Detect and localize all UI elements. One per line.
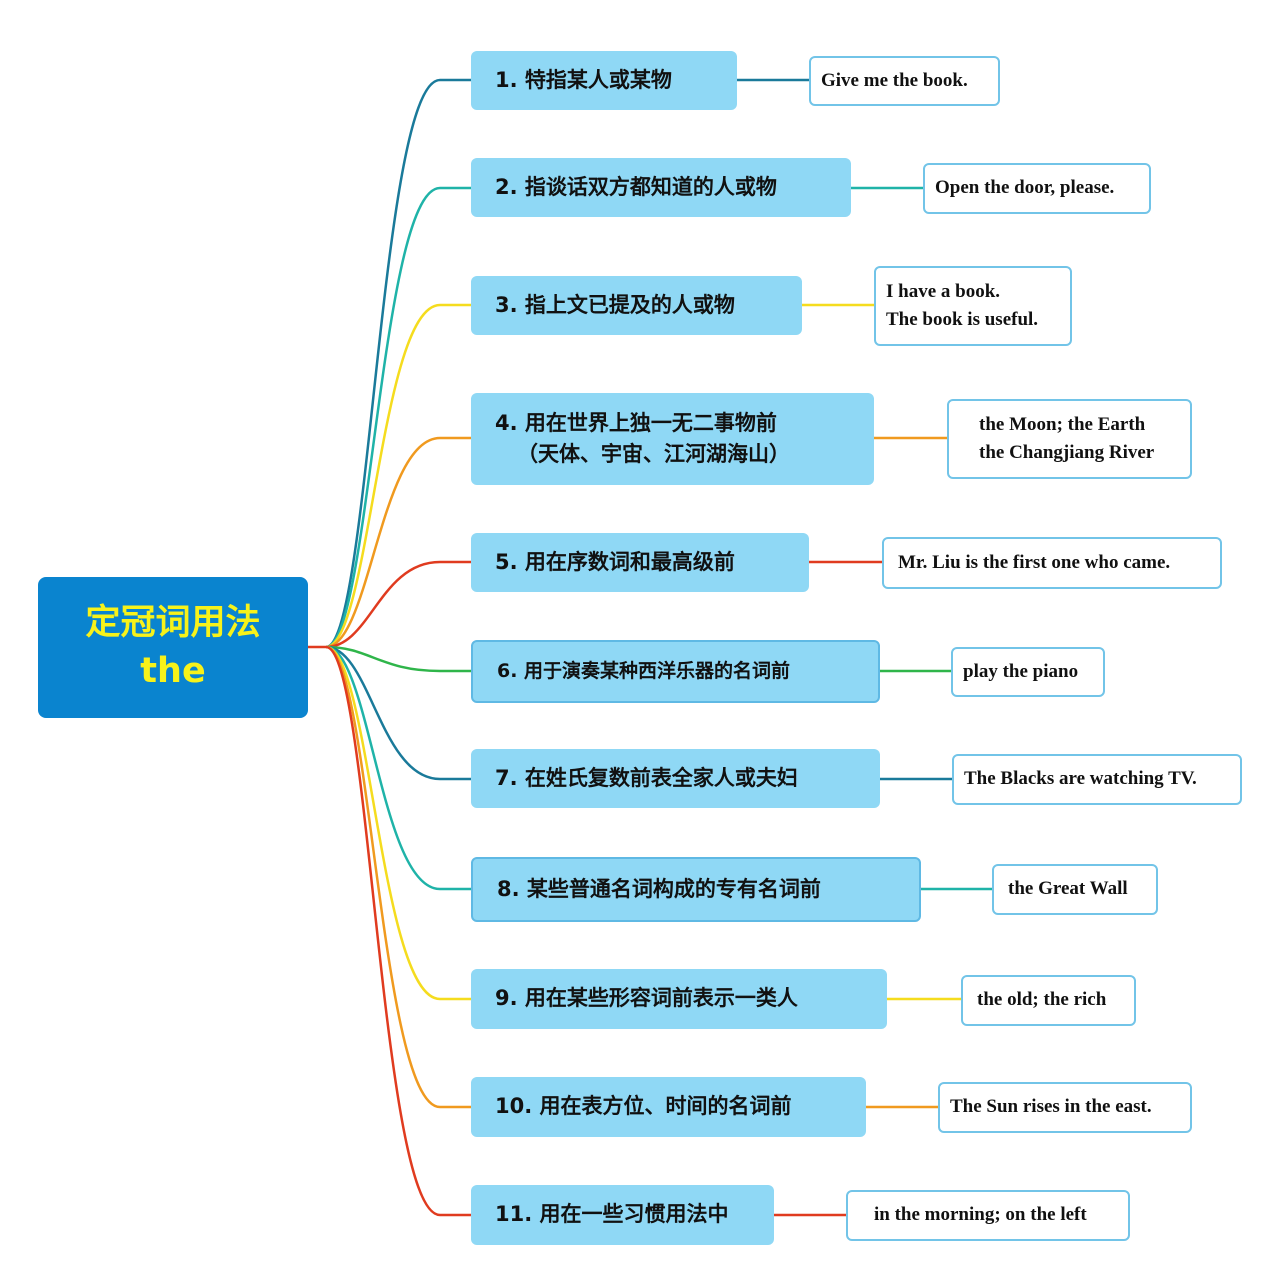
example-text: The Sun rises in the east. [950, 1096, 1152, 1118]
branch-label: 4. 用在世界上独一无二事物前 [495, 410, 777, 435]
connector-branch-3 [325, 303, 875, 649]
connector-branch-2 [325, 186, 923, 649]
branch-topic-5: 5. 用在序数词和最高级前 [471, 533, 809, 592]
branch-label: 7. 在姓氏复数前表全家人或夫妇 [495, 765, 798, 790]
example-box-10: The Sun rises in the east. [938, 1082, 1192, 1133]
branch-topic-2: 2. 指谈话双方都知道的人或物 [471, 158, 851, 217]
branch-topic-4: 4. 用在世界上独一无二事物前 （天体、宇宙、江河湖海山） [471, 393, 874, 485]
branch-topic-8: 8. 某些普通名词构成的专有名词前 [471, 857, 921, 922]
branch-topic-11: 11. 用在一些习惯用法中 [471, 1185, 774, 1245]
connector-branch-1 [325, 78, 809, 649]
branch-label: 11. 用在一些习惯用法中 [495, 1202, 729, 1227]
branch-topic-1: 1. 特指某人或某物 [471, 51, 737, 110]
connector-branch-10 [325, 645, 938, 1109]
example-box-6: play the piano [951, 647, 1105, 697]
connector-branch-9 [325, 645, 961, 1001]
example-box-8: the Great Wall [992, 864, 1158, 915]
example-text: the Changjiang River [979, 442, 1155, 463]
example-box-5: Mr. Liu is the first one who came. [882, 537, 1222, 589]
example-text: The book is useful. [886, 309, 1039, 330]
branch-label: 9. 用在某些形容词前表示一类人 [495, 986, 798, 1011]
example-text: Give me the book. [821, 69, 968, 91]
example-text: I have a book. [886, 280, 1001, 302]
branch-label: 10. 用在表方位、时间的名词前 [495, 1094, 792, 1119]
branch-label-detail: （天体、宇宙、江河湖海山） [517, 442, 790, 466]
branch-label: 2. 指谈话双方都知道的人或物 [495, 174, 777, 199]
example-text: the Great Wall [1008, 878, 1128, 900]
branch-topic-3: 3. 指上文已提及的人或物 [471, 276, 802, 335]
example-text: play the piano [963, 660, 1079, 682]
connector-branch-5 [325, 560, 882, 649]
branch-topic-6: 6. 用于演奏某种西洋乐器的名词前 [471, 640, 880, 703]
example-text: The Blacks are watching TV. [964, 768, 1197, 790]
example-box-7: The Blacks are watching TV. [952, 754, 1242, 805]
example-box-2: Open the door, please. [923, 163, 1151, 214]
example-box-4: the Moon; the Earth the Changjiang River [947, 399, 1192, 479]
branch-topic-9: 9. 用在某些形容词前表示一类人 [471, 969, 887, 1029]
branch-label: 3. 指上文已提及的人或物 [495, 292, 735, 317]
example-box-3: I have a book. The book is useful. [874, 266, 1072, 346]
example-text: the old; the rich [977, 989, 1107, 1011]
example-text: Open the door, please. [935, 177, 1115, 199]
connector-branch-4 [325, 436, 947, 649]
root-topic: 定冠词用法 the [38, 577, 308, 718]
branch-label: 8. 某些普通名词构成的专有名词前 [497, 876, 821, 901]
connector-branch-7 [325, 645, 952, 781]
example-box-11: in the morning; on the left [846, 1190, 1130, 1241]
branch-label: 1. 特指某人或某物 [495, 67, 672, 92]
example-text: Mr. Liu is the first one who came. [898, 551, 1171, 573]
example-box-9: the old; the rich [961, 975, 1136, 1026]
branch-topic-10: 10. 用在表方位、时间的名词前 [471, 1077, 866, 1137]
example-text: in the morning; on the left [874, 1204, 1087, 1226]
connector-branch-8 [325, 645, 992, 891]
connector-branch-11 [325, 645, 846, 1217]
connector-branch-6 [325, 645, 951, 673]
branch-label: 5. 用在序数词和最高级前 [495, 549, 735, 574]
root-subtitle: the [140, 650, 206, 691]
root-title: 定冠词用法 [85, 603, 261, 644]
example-box-1: Give me the book. [809, 56, 1000, 106]
example-text: the Moon; the Earth [979, 413, 1146, 435]
branch-topic-7: 7. 在姓氏复数前表全家人或夫妇 [471, 749, 880, 808]
branch-label: 6. 用于演奏某种西洋乐器的名词前 [497, 660, 791, 683]
